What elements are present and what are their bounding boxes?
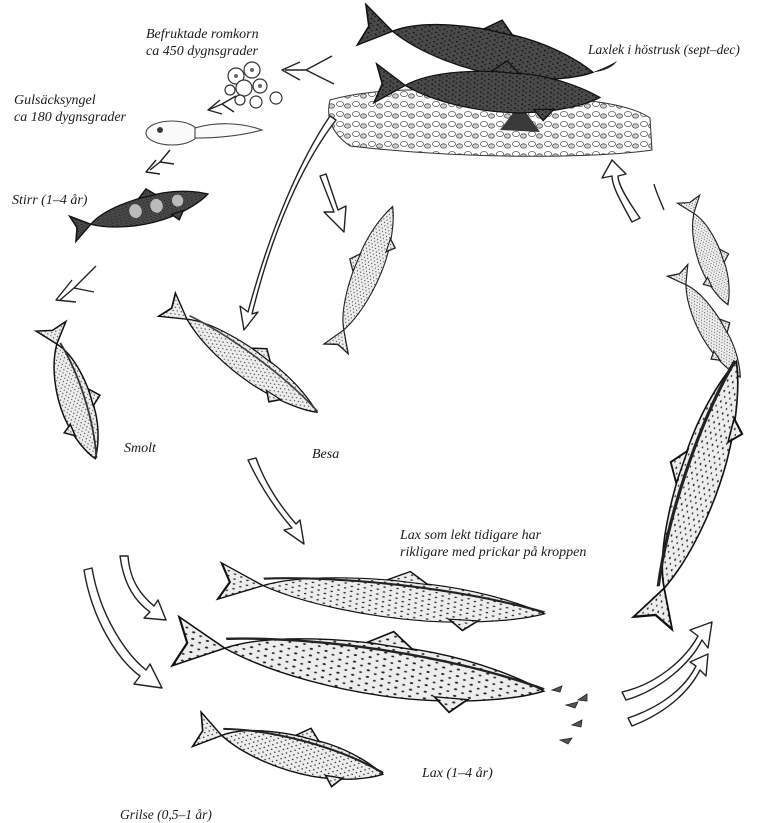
label-alevin: Gulsäcksyngel ca 180 dygnsgrader xyxy=(14,92,126,126)
arrow-spawning-to-eggs xyxy=(285,56,334,84)
repeat-spawner-salmon xyxy=(217,552,547,639)
arrow-smolt-to-sea xyxy=(84,568,162,688)
label-eggs-line2: ca 450 dygnsgrader xyxy=(146,43,259,60)
label-fertilized-eggs: Befruktade romkorn ca 450 dygnsgrader xyxy=(146,26,259,60)
prey-fish xyxy=(552,686,587,744)
smolt xyxy=(32,319,118,466)
arrow-spawning-to-kelt-2 xyxy=(320,174,346,232)
parr xyxy=(68,175,213,246)
label-kelt: Besa xyxy=(312,446,339,463)
arrow-parr-to-smolt xyxy=(60,266,96,300)
arrow-smolt-to-sea-2 xyxy=(120,556,166,620)
label-smolt: Smolt xyxy=(124,440,156,457)
grilse xyxy=(191,702,389,798)
kelt-descending xyxy=(317,199,410,355)
label-repeat-line1: Lax som lekt tidigare har xyxy=(400,527,586,544)
returning-salmon-large xyxy=(622,352,763,631)
arrow-eggs-to-alevin xyxy=(208,96,236,112)
returning-salmon-small xyxy=(674,193,745,310)
label-alevin-line2: ca 180 dygnsgrader xyxy=(14,109,126,126)
arrow-return-to-spawning xyxy=(602,160,640,222)
label-parr: Stirr (1–4 år) xyxy=(12,192,87,209)
label-alevin-line1: Gulsäcksyngel xyxy=(14,92,126,109)
arrow-spawning-to-kelt xyxy=(240,116,336,330)
label-repeat-spawner: Lax som lekt tidigare har rikligare med … xyxy=(400,527,586,561)
fertilized-eggs xyxy=(225,62,282,108)
label-salmon: Lax (1–4 år) xyxy=(422,765,493,782)
arrow-return-to-spawning-2 xyxy=(654,184,664,210)
arrow-kelt-to-sea xyxy=(248,458,304,544)
label-spawning: Laxlek i höstrusk (sept–dec) xyxy=(588,41,740,58)
alevin xyxy=(146,121,262,145)
label-eggs-line1: Befruktade romkorn xyxy=(146,26,259,43)
life-cycle-arrows xyxy=(56,56,712,726)
label-grilse: Grilse (0,5–1 år) xyxy=(120,806,212,823)
arrow-alevin-to-parr xyxy=(150,150,174,170)
label-repeat-line2: rikligare med prickar på kroppen xyxy=(400,544,586,561)
